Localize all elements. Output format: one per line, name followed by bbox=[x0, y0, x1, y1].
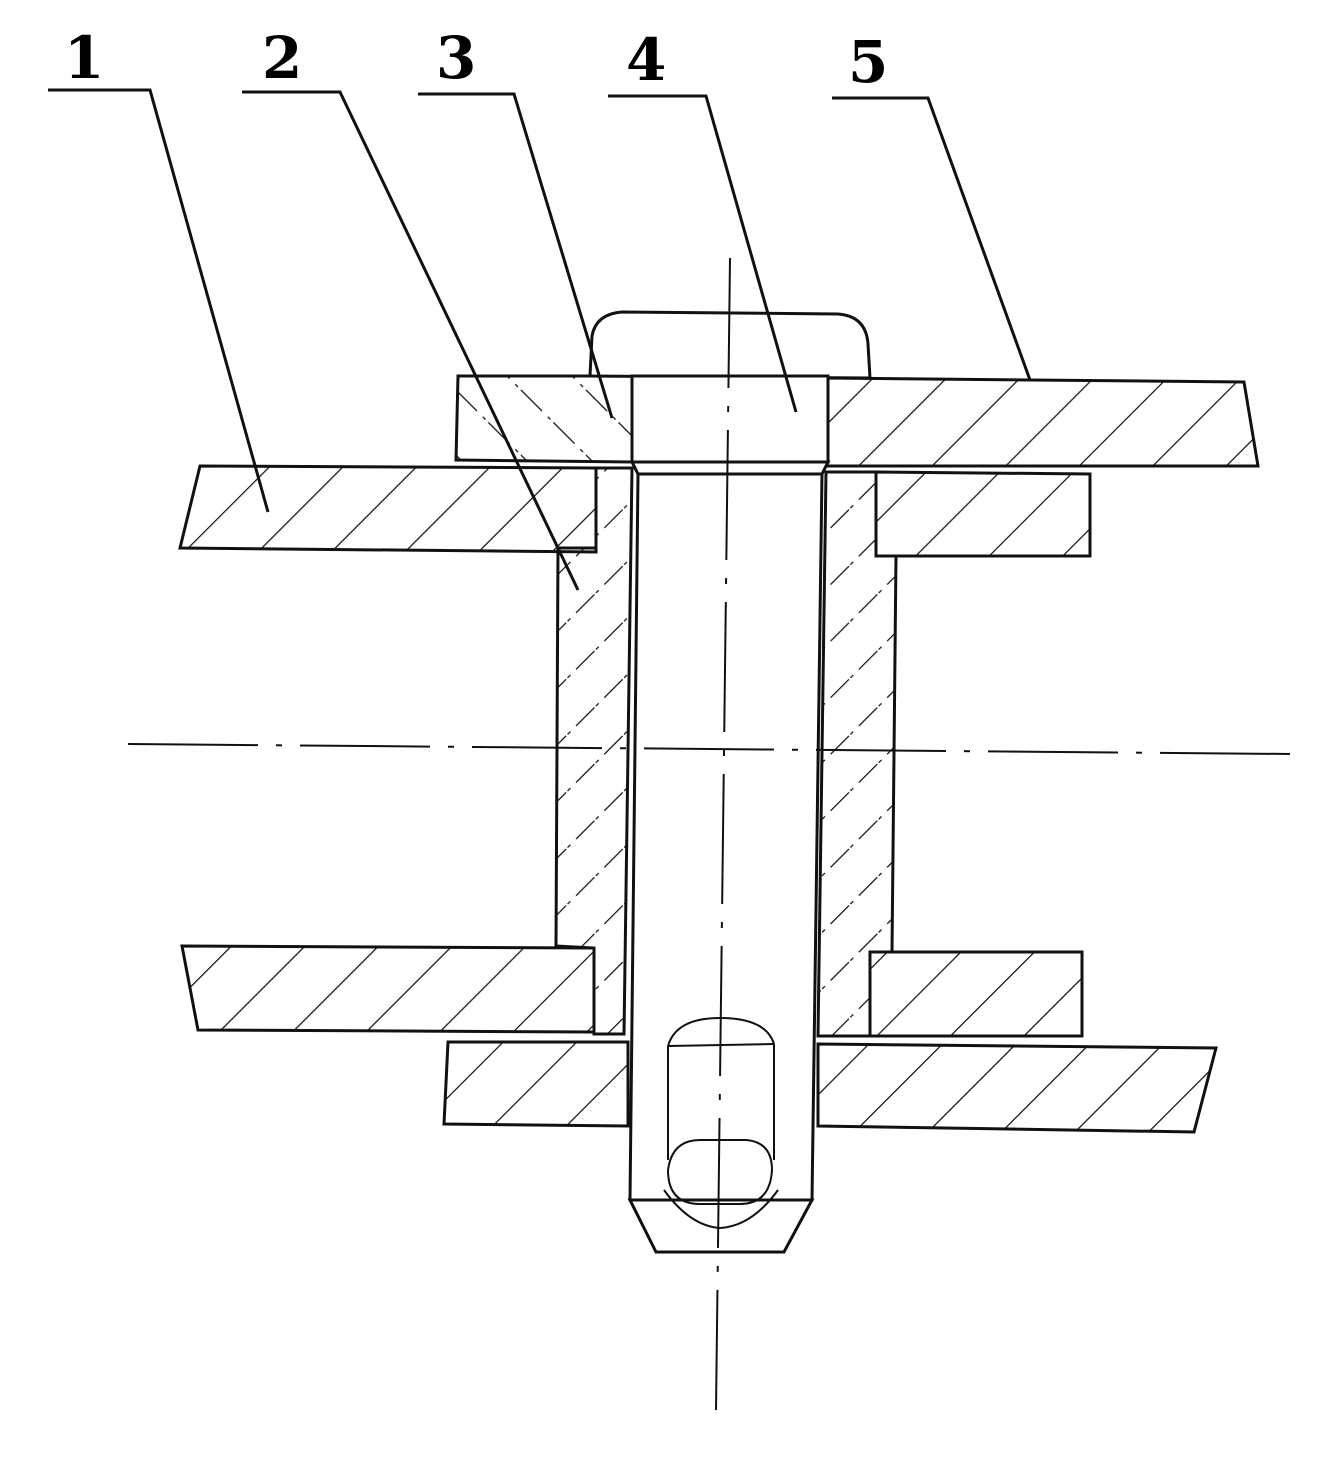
part-2-sleeve bbox=[554, 466, 898, 1038]
bottom-plate bbox=[442, 1040, 1218, 1134]
label-1: 1 bbox=[64, 24, 104, 92]
label-5: 5 bbox=[848, 28, 888, 96]
label-2: 2 bbox=[262, 24, 302, 92]
label-3: 3 bbox=[436, 24, 476, 92]
part-5-cover-plate bbox=[824, 376, 1260, 468]
leader-lines bbox=[48, 88, 1032, 591]
part-4-pin bbox=[588, 310, 872, 1254]
centerlines bbox=[127, 257, 1293, 1411]
label-4: 4 bbox=[626, 26, 666, 94]
